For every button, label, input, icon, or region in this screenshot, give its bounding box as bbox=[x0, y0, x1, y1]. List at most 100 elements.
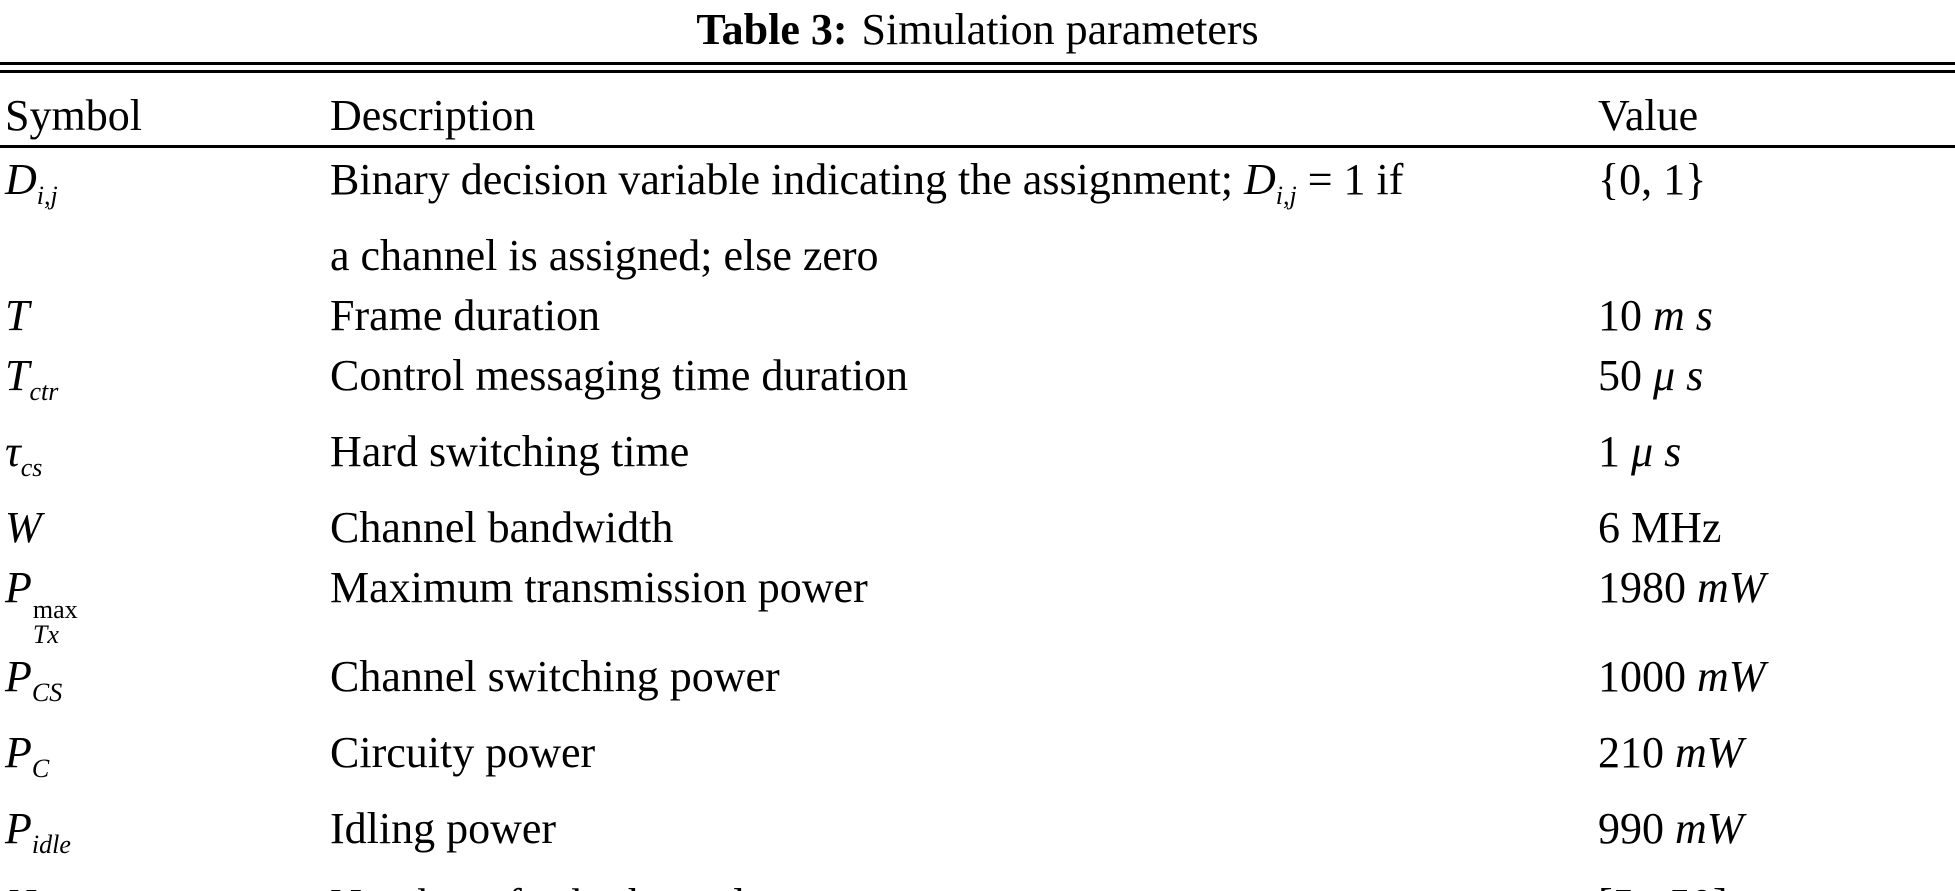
inline-math-subscript: i,j bbox=[1275, 181, 1297, 210]
symbol-subscript: C bbox=[31, 754, 50, 783]
description-text: Channel switching power bbox=[330, 652, 780, 701]
symbol-cell: Tctr bbox=[0, 346, 330, 422]
value-unit: μ s bbox=[1631, 427, 1682, 476]
description-cell: Hard switching time bbox=[330, 422, 1590, 482]
description-line: Channel switching power bbox=[330, 652, 780, 701]
symbol-base: T bbox=[5, 291, 30, 340]
value-text: 210 bbox=[1598, 728, 1675, 777]
symbol-base: N bbox=[5, 880, 34, 891]
value-cell: 10 m s bbox=[1590, 286, 1955, 346]
description-line: Circuity power bbox=[330, 728, 595, 777]
description-cell: Idling power bbox=[330, 799, 1590, 859]
table-row: T Frame duration 10 m s bbox=[0, 286, 1955, 346]
description-line: Binary decision variable indicating the … bbox=[330, 155, 1403, 210]
caption-title: Simulation parameters bbox=[861, 5, 1259, 54]
description-text: Channel bandwidth bbox=[330, 503, 674, 552]
symbol-base: T bbox=[5, 351, 30, 400]
symbol-cell: Di,j bbox=[0, 150, 330, 226]
symbol-subscript: idle bbox=[31, 830, 71, 859]
symbol-cell: N bbox=[0, 875, 330, 891]
column-header-symbol: Symbol bbox=[5, 91, 142, 140]
symbol-base: W bbox=[5, 503, 42, 552]
inline-math-base: D bbox=[1244, 155, 1276, 204]
symbol-cell: PC bbox=[0, 723, 330, 799]
symbol-subscript: CS bbox=[31, 678, 63, 707]
description-text: Idling power bbox=[330, 804, 557, 853]
column-header-description: Description bbox=[330, 91, 536, 140]
value-text: 1980 bbox=[1598, 563, 1697, 612]
value-cell: {0, 1} bbox=[1590, 150, 1955, 210]
value-cell: [5 : 50] bbox=[1590, 875, 1955, 891]
symbol-superscript: max bbox=[32, 595, 78, 624]
description-line: Number of sub-channels bbox=[330, 880, 763, 891]
value-text: 1000 bbox=[1598, 652, 1697, 701]
value-cell: 6 MHz bbox=[1590, 498, 1955, 558]
symbol-subscript: Tx bbox=[32, 620, 59, 649]
header-rule bbox=[0, 145, 1955, 148]
description-cell: Channel bandwidth bbox=[330, 498, 1590, 558]
symbol-base: P bbox=[5, 728, 32, 777]
table-row: W Channel bandwidth 6 MHz bbox=[0, 498, 1955, 558]
symbol-cell: Pidle bbox=[0, 799, 330, 875]
description-cell: Frame duration bbox=[330, 286, 1590, 346]
value-text: 10 bbox=[1598, 291, 1653, 340]
symbol-cell: T bbox=[0, 286, 330, 346]
value-cell: 210 mW bbox=[1590, 723, 1955, 783]
table-caption: Table 3: Simulation parameters bbox=[0, 0, 1955, 62]
value-unit: μ s bbox=[1653, 351, 1704, 400]
value-unit: mW bbox=[1697, 563, 1766, 612]
symbol-cell: W bbox=[0, 498, 330, 558]
value-cell: 1980 mW bbox=[1590, 558, 1955, 618]
description-text: Frame duration bbox=[330, 291, 601, 340]
value-text: [5 : 50] bbox=[1598, 880, 1728, 891]
description-text: Binary decision variable indicating the … bbox=[330, 155, 1244, 204]
value-text: {0, 1} bbox=[1598, 155, 1707, 204]
top-rule bbox=[0, 62, 1955, 73]
value-cell: 1000 mW bbox=[1590, 647, 1955, 707]
symbol-base: P bbox=[5, 804, 32, 853]
description-cell: Maximum transmission power bbox=[330, 558, 1590, 618]
symbol-base: P bbox=[5, 563, 32, 612]
value-cell: 990 mW bbox=[1590, 799, 1955, 859]
symbol-subscript: cs bbox=[20, 453, 43, 482]
description-line: Frame duration bbox=[330, 291, 600, 340]
description-text: Maximum transmission power bbox=[330, 563, 868, 612]
value-unit: mW bbox=[1697, 652, 1766, 701]
value-unit: mW bbox=[1675, 804, 1744, 853]
column-header-value: Value bbox=[1598, 91, 1699, 140]
symbol-subscript: i,j bbox=[36, 181, 58, 210]
symbol-base: τ bbox=[5, 427, 21, 476]
caption-label: Table 3: bbox=[696, 5, 848, 54]
description-cell: Channel switching power bbox=[330, 647, 1590, 707]
description-line: Maximum transmission power bbox=[330, 563, 868, 612]
description-text: Control messaging time duration bbox=[330, 351, 909, 400]
value-text: 990 bbox=[1598, 804, 1675, 853]
description-text: Circuity power bbox=[330, 728, 596, 777]
value-unit: mW bbox=[1675, 728, 1744, 777]
table-row: N Number of sub-channels [5 : 50] bbox=[0, 875, 1955, 891]
value-text: 50 bbox=[1598, 351, 1653, 400]
symbol-subscript: ctr bbox=[29, 377, 59, 406]
description-text: Hard switching time bbox=[330, 427, 690, 476]
description-cell: Binary decision variable indicating the … bbox=[330, 150, 1590, 286]
symbol-base: D bbox=[5, 155, 37, 204]
symbol-cell: PCS bbox=[0, 647, 330, 723]
value-unit: m s bbox=[1653, 291, 1713, 340]
value-cell: 1 μ s bbox=[1590, 422, 1955, 482]
description-text: Number of sub-channels bbox=[330, 880, 763, 891]
description-line: Control messaging time duration bbox=[330, 351, 908, 400]
description-line: Idling power bbox=[330, 804, 556, 853]
description-line: Channel bandwidth bbox=[330, 503, 673, 552]
value-cell: 50 μ s bbox=[1590, 346, 1955, 406]
value-text: 6 MHz bbox=[1598, 503, 1722, 552]
symbol-cell: τcs bbox=[0, 422, 330, 498]
